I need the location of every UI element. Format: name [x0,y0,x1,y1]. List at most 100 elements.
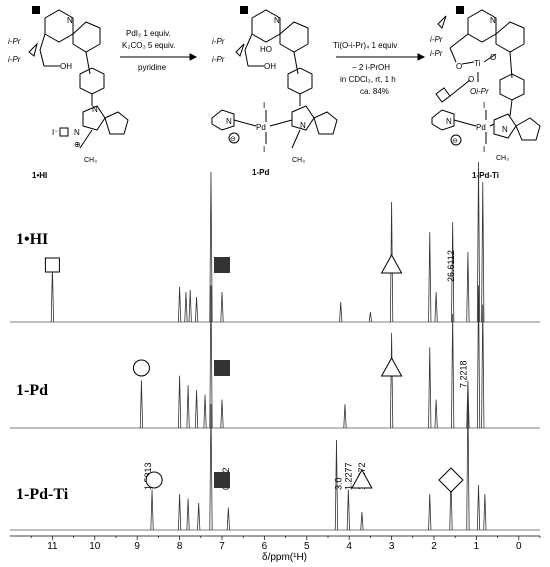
compound-label-1pd: 1-Pd [252,168,269,177]
spectrum-peak [334,439,339,531]
spectrum-peak [481,304,485,429]
tick-label: 6 [262,541,268,552]
spectrum-peak [428,347,432,429]
oh-label: OH [264,62,276,71]
spectrum-peak [466,380,470,429]
spectrum-peak [476,161,481,323]
spectrum-peak [339,301,343,323]
spectrum-peak [194,389,199,429]
spectrum-peak [390,332,394,429]
iodo-label: I [263,145,265,154]
step2-conditions: in CDCl₃, rt, 1 h [340,75,396,84]
compound-1pdti-structure [431,6,541,146]
spectrum-peak [360,511,364,531]
spectrum-peak [186,498,190,531]
spectrum-peak [343,404,347,429]
tick-label: 10 [89,541,101,552]
pd-label: Pd [476,123,486,132]
n-label: N [74,128,80,137]
spectrum-peak [476,484,481,531]
ipr-label: i-Pr [8,37,21,46]
spectrum-peak [209,403,213,531]
circle-marker [132,359,150,377]
spectrum-peak [220,291,224,323]
triangle-marker [351,468,373,489]
spectrum-peak [178,375,182,429]
n-label: N [446,117,452,126]
spectrum-peak [451,221,455,323]
ho-label: HO [260,45,272,54]
compound-label-1pdti: 1-Pd-Ti [472,171,499,180]
ipr-label: i-Pr [212,37,225,46]
spectrum-peak [139,380,144,429]
spectrum-peak [368,311,372,323]
spectrum-peak [220,399,224,429]
ch3-label: CH₃ [496,155,509,162]
spectrum-peak [390,201,394,323]
minus-charge: ⊖ [230,136,236,143]
ipr-label: i-Pr [212,55,225,64]
filled-square-marker [214,360,230,376]
spectrum-peak [428,493,432,531]
tick-label: 9 [134,541,140,552]
minus-charge: ⊖ [452,138,458,145]
tick-label: 5 [304,541,310,552]
plus-charge: ⊕ [74,140,81,149]
compound-1pd-structure [211,6,338,149]
spectrum-peak [483,493,487,531]
step2-yield: ca. 84% [360,87,389,96]
o-label: O [456,62,462,71]
step2-byproduct: − 2 i-PrOH [352,63,390,72]
spectrum-peak [50,266,54,323]
step1-reagent: K₂CO₃ 5 equiv. [122,41,175,50]
ch3-label: CH₃ [292,157,305,164]
pyridine-n-label: N [67,16,73,25]
iodo-label: I [483,145,485,154]
spectrum-peak [434,399,438,429]
spectrum-peak [178,493,182,531]
n-label: N [226,117,232,126]
spectrum-peak [466,251,470,323]
spectrum-peak [203,394,207,429]
spectrum-peak [194,296,199,323]
spectrum-peak [178,286,182,323]
spectrum-peak [466,394,470,531]
spectrum-peak [186,385,190,429]
trace-label-1hi: 1•HI [16,231,48,248]
spectrum-peak [184,291,188,323]
ipr-label: i-Pr [430,35,443,44]
tick-label: 11 [47,541,58,552]
filled-square-marker [214,472,230,488]
oipr-label: Oi-Pr [470,87,489,96]
spectrum-peak [150,489,154,531]
spectrum-peak [451,313,455,429]
trace-label-1pdti: 1-Pd-Ti [16,486,69,503]
spectrum-peak [346,489,350,531]
step2-reagent: Ti(O-i-Pr)₄ 1 equiv [333,41,397,50]
tick-label: 3 [389,541,395,552]
n-label: N [92,105,98,114]
tick-label: 2 [431,541,437,552]
spectrum-peak [476,285,481,429]
spectrum-peak [197,502,201,531]
triangle-marker [380,356,403,377]
n-label: N [502,125,508,134]
triangle-marker [380,253,403,274]
integral-label: 3.0 [334,477,344,490]
iodo-label: I [483,101,485,110]
iodide-label: I⁻ [52,128,58,137]
spectrum-peak [188,289,192,323]
integral-label: 26.6112 [446,250,456,282]
ch3-label: CH₃ [84,157,97,164]
spectrum-peak [209,171,213,323]
spectrum-peak [481,181,485,323]
reaction-scheme: i-Pr i-Pr OH N N I⁻ N ⊕ CH₃ PdI₂ 1 equiv… [8,6,541,164]
trace-label-1pd: 1-Pd [16,382,48,399]
integral-label: 1.2277 [343,462,353,490]
tick-label: 1 [474,541,480,552]
ipr-label: i-Pr [8,55,21,64]
integral-label: 7.2218 [459,360,469,388]
